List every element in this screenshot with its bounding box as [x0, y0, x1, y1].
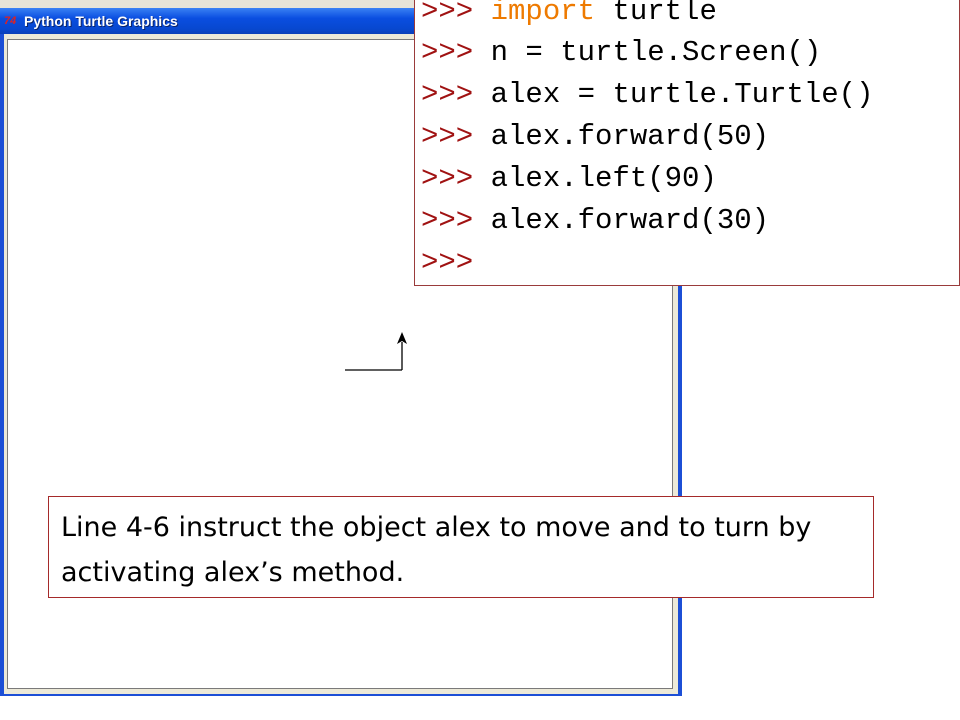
caption-text: Line 4-6 instruct the object alex to mov…: [61, 512, 812, 588]
turtle-arrow-icon: [397, 332, 407, 344]
turtle-drawing: [345, 332, 407, 371]
code-line-5: >>> alex.left(90): [421, 162, 717, 195]
code-line-1: >>> import turtle: [421, 0, 717, 28]
window-title: Python Turtle Graphics: [24, 13, 178, 29]
code-line-2: >>> n = turtle.Screen(): [421, 36, 822, 69]
code-line-6: >>> alex.forward(30): [421, 204, 770, 237]
python-shell-panel: >>> import turtle >>> n = turtle.Screen(…: [414, 0, 960, 286]
code-line-4: >>> alex.forward(50): [421, 120, 770, 153]
code-line-7[interactable]: >>>: [421, 246, 474, 279]
tk-icon: 74: [4, 15, 17, 27]
window-top-strip: [0, 0, 682, 8]
caption-box: Line 4-6 instruct the object alex to mov…: [48, 496, 874, 598]
code-line-3: >>> alex = turtle.Turtle(): [421, 78, 874, 111]
